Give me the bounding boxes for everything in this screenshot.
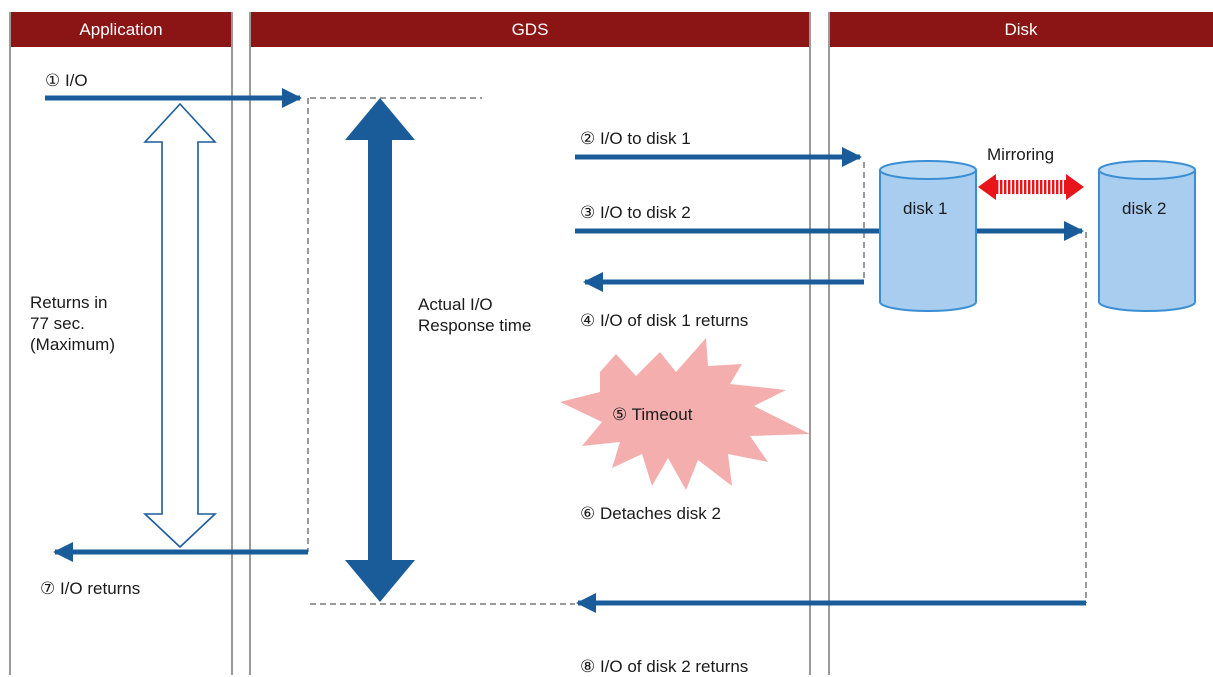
max-return-time-label: Returns in 77 sec. (Maximum) (30, 293, 115, 354)
lane-line (249, 12, 251, 675)
dashed-guides (307, 97, 1087, 605)
lane-line (828, 12, 830, 675)
lane-line (9, 12, 11, 675)
disk2-label: disk 2 (1122, 199, 1167, 218)
step-8-label: ⑧ I/O of disk 2 returns (580, 657, 749, 676)
mirroring-arrow (978, 174, 1084, 200)
disk2-cylinder (1098, 160, 1196, 312)
mirroring-label: Mirroring (987, 145, 1055, 164)
lane-line (231, 12, 233, 675)
step-5-label: ⑤ Timeout (612, 405, 693, 424)
disk1-cylinder (879, 160, 977, 312)
disk1-label: disk 1 (903, 199, 948, 218)
max-time-double-arrow (142, 102, 218, 549)
step-7-label: ⑦ I/O returns (40, 579, 141, 598)
step-3-label: ③ I/O to disk 2 (580, 203, 691, 222)
step-4-label: ④ I/O of disk 1 returns (580, 311, 749, 330)
step-6-label: ⑥ Detaches disk 2 (580, 504, 721, 523)
lane-line (809, 12, 811, 675)
step-1-label: ① I/O (45, 71, 88, 90)
step-2-label: ② I/O to disk 1 (580, 129, 691, 148)
actual-response-time-label: Actual I/O Response time (418, 295, 532, 335)
lane-header-disk: Disk (829, 12, 1213, 47)
lane-header-gds: GDS (250, 12, 810, 47)
lane-header-application: Application (10, 12, 232, 47)
timeout-burst (560, 338, 810, 490)
response-time-double-arrow (345, 98, 415, 602)
